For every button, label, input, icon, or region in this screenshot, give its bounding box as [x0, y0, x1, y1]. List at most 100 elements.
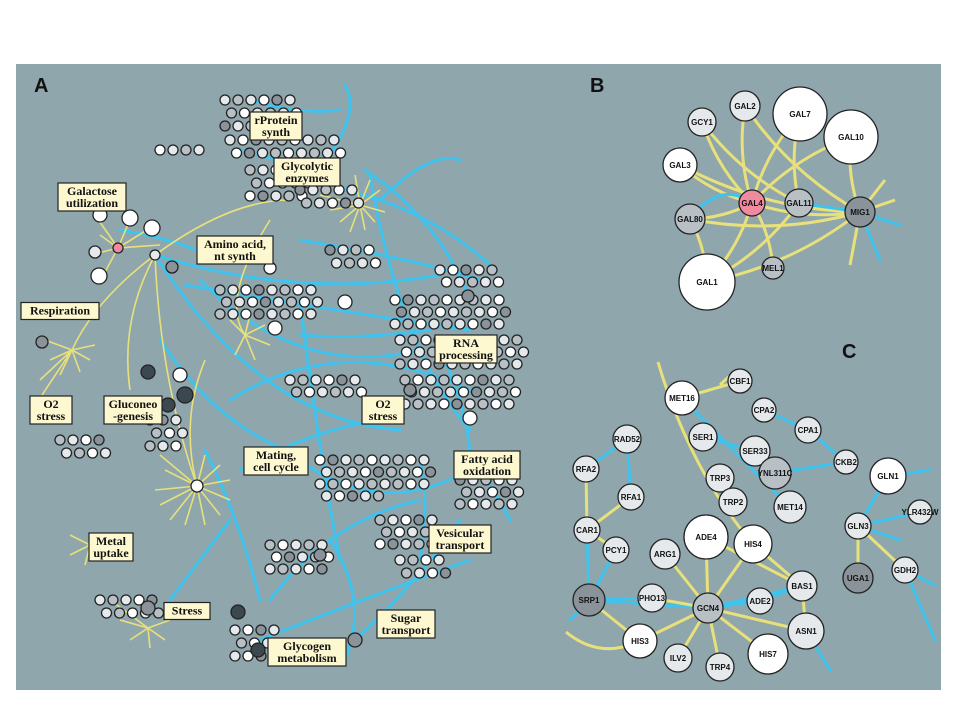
gene-node	[314, 478, 326, 490]
gene-node-gdh2: GDH2	[891, 556, 919, 584]
gene-node	[402, 318, 414, 330]
gene-node	[483, 386, 496, 398]
gene-circle	[758, 456, 792, 490]
cluster-label-text: -genesis	[113, 409, 153, 423]
panel-b-tag: B	[590, 75, 604, 97]
gene-node	[172, 367, 188, 383]
gene-node	[257, 190, 269, 202]
gene-label: SER1	[693, 433, 714, 442]
cluster-label-box	[20, 301, 100, 321]
cluster-label-text: Glycolytic	[281, 159, 334, 173]
gene-node	[400, 346, 413, 358]
gene-node	[165, 260, 179, 274]
gene-node	[150, 427, 163, 439]
gene-node	[492, 276, 505, 288]
gene-label: PHO13	[639, 594, 666, 603]
gene-node	[219, 120, 231, 132]
regulatory-edge	[378, 156, 462, 202]
gene-node	[461, 289, 475, 303]
gene-node-ylr432w: YLR432W	[902, 499, 939, 525]
cluster-label-text: O2	[375, 397, 390, 411]
target-edge	[244, 324, 266, 336]
target-edge	[349, 204, 361, 233]
gene-node	[460, 306, 473, 318]
gene-node	[380, 526, 393, 538]
gene-node	[339, 197, 352, 209]
cluster-label-text: Galactose	[67, 184, 118, 198]
cluster-label-text: Respiration	[30, 304, 90, 318]
gene-circle	[738, 189, 766, 217]
gene-node	[320, 490, 333, 502]
gene-circle	[683, 514, 729, 560]
gene-node	[94, 594, 106, 606]
gene-circle	[637, 583, 667, 613]
gene-node	[412, 374, 424, 386]
gene-label: RFA2	[576, 465, 597, 474]
gene-node	[336, 374, 348, 386]
cluster-label-box	[273, 157, 341, 187]
gene-circle	[844, 512, 872, 540]
gene-node	[54, 434, 66, 446]
gene-node-gal7: GAL7	[772, 86, 828, 142]
gene-node	[418, 454, 430, 466]
gene-node	[434, 264, 446, 276]
gene-node	[244, 164, 256, 176]
gene-circle	[784, 188, 814, 218]
cluster-label: Respiration	[20, 301, 100, 321]
gene-node-gal11: GAL11	[784, 188, 814, 218]
gene-node	[496, 386, 509, 398]
gene-node	[421, 306, 434, 318]
gene-node	[235, 637, 248, 649]
gene-node	[467, 498, 479, 510]
gene-node	[243, 147, 256, 159]
target-edge	[359, 204, 366, 231]
cluster-label-box	[376, 609, 436, 639]
gene-node	[253, 308, 265, 320]
gene-node	[229, 624, 241, 636]
gene-node-gal3: GAL3	[662, 147, 698, 183]
gene-node-trp4: TRP4	[705, 652, 735, 682]
gene-node	[374, 538, 386, 550]
gene-node	[176, 386, 194, 404]
gene-node	[113, 607, 126, 619]
gene-circle	[688, 422, 718, 452]
gene-node	[303, 563, 315, 575]
cluster-label-text: Sugar	[391, 611, 422, 625]
gene-circle	[773, 490, 807, 524]
gene-circle	[794, 416, 822, 444]
gene-circle	[649, 538, 681, 570]
gene-node	[379, 478, 391, 490]
gene-label: SRP1	[579, 596, 600, 605]
gene-label: GAL80	[677, 215, 703, 224]
regulatory-edge	[328, 538, 357, 662]
gene-node	[270, 190, 282, 202]
gene-node	[441, 294, 453, 306]
gene-node	[233, 296, 246, 308]
gene-circle	[739, 435, 771, 467]
gene-label: GAL7	[789, 110, 811, 119]
gene-node	[295, 147, 308, 159]
gene-node	[67, 434, 79, 446]
gene-node	[405, 454, 417, 466]
gene-node	[143, 219, 161, 237]
gene-node	[490, 398, 502, 410]
gene-node	[477, 374, 489, 386]
cluster-label-box	[434, 334, 498, 364]
gene-node	[415, 318, 427, 330]
gene-label: TRP3	[710, 474, 731, 483]
target-edge	[69, 544, 91, 556]
gene-node	[444, 386, 457, 398]
target-edge	[147, 627, 151, 649]
gene-circle	[746, 587, 774, 615]
gene-node	[369, 257, 382, 269]
gene-node	[303, 539, 315, 551]
gene-node-ser33: SER33	[739, 435, 771, 467]
gene-node	[473, 486, 486, 498]
gene-circle	[612, 424, 642, 454]
gene-label: HIS4	[744, 540, 762, 549]
gene-label: ADE2	[749, 597, 771, 606]
gene-node	[340, 478, 352, 490]
